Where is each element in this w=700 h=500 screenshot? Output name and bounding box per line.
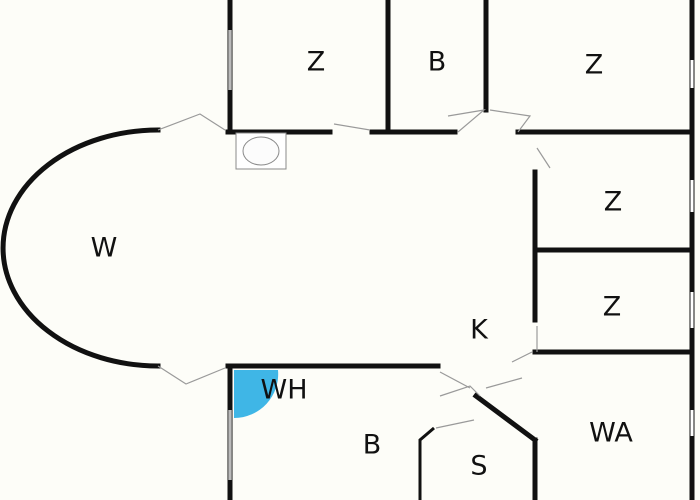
door-k-right bbox=[511, 351, 533, 363]
shower-drain-icon bbox=[242, 136, 280, 166]
room-label-wh: WH bbox=[261, 375, 308, 406]
room-label-b2: B bbox=[363, 430, 382, 461]
room-label-s: S bbox=[470, 451, 487, 482]
room-labels: Z B Z Z Z W K WH B S WA bbox=[91, 47, 634, 482]
room-label-wa: WA bbox=[589, 418, 633, 449]
door-wh bbox=[439, 371, 471, 389]
door-living-top bbox=[157, 113, 226, 131]
room-label-z3: Z bbox=[604, 187, 623, 218]
room-label-z4: Z bbox=[603, 292, 622, 323]
room-label-k: K bbox=[470, 315, 489, 346]
door-wa bbox=[485, 377, 523, 389]
room-label-b1: B bbox=[428, 47, 447, 78]
door-b2 bbox=[439, 385, 481, 397]
door-s bbox=[435, 419, 475, 429]
windows bbox=[228, 30, 694, 480]
door-b1 bbox=[447, 109, 487, 133]
corner-bath-icon bbox=[234, 370, 279, 419]
storage-outline bbox=[418, 426, 435, 500]
bath-diagonal-wall bbox=[472, 392, 539, 444]
room-label-w: W bbox=[91, 233, 118, 264]
doors bbox=[157, 109, 551, 429]
door-z2 bbox=[489, 109, 532, 133]
living-floor bbox=[0, 130, 160, 366]
living-arc-wall bbox=[0, 127, 161, 369]
room-label-z2: Z bbox=[585, 50, 604, 81]
room-label-z1: Z bbox=[307, 47, 326, 78]
door-z1 bbox=[333, 123, 371, 131]
door-z3 bbox=[536, 147, 551, 169]
door-living-bottom bbox=[157, 365, 226, 385]
